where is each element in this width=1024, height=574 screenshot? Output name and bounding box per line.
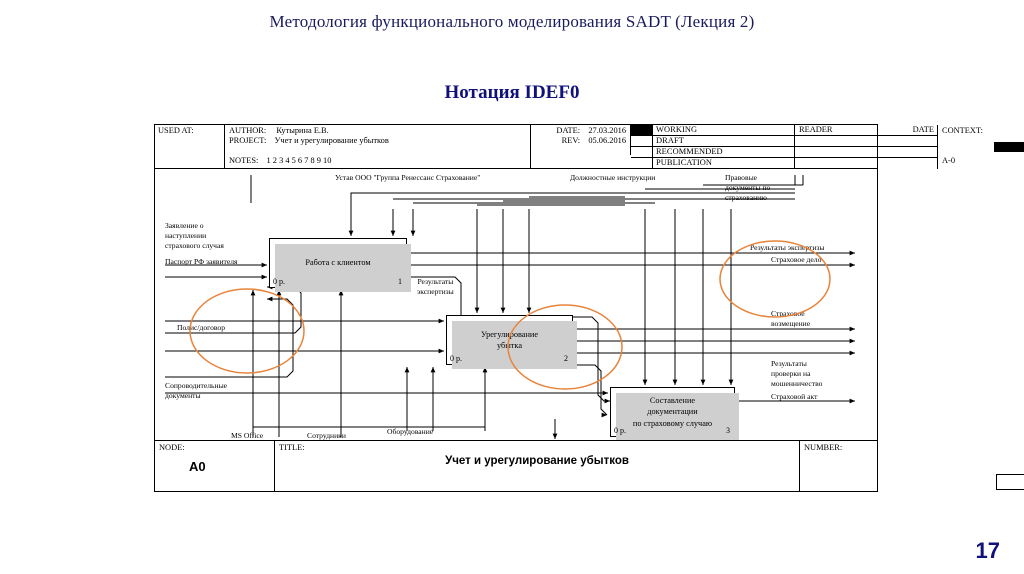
- reader-header-row: READER DATE: [795, 125, 938, 136]
- mechanism-label-sotrudniki: Сотрудники: [307, 431, 346, 440]
- diagram-canvas: Работа с клиентом 0 р. 1 Урегулирование …: [155, 169, 877, 441]
- status-checkbox-recommended[interactable]: [631, 147, 653, 158]
- status-label-working: WORKING: [656, 124, 698, 134]
- activity-1-number: 1: [398, 277, 402, 286]
- page-number: 17: [975, 538, 1000, 563]
- date-label: DATE:: [556, 126, 581, 135]
- reader-date-cell: READER DATE: [795, 125, 938, 169]
- activity-2-label: Урегулирование убытка: [480, 329, 539, 350]
- input-label-soprovod: Сопроводительные документы: [165, 381, 228, 400]
- activity-2-number: 2: [564, 354, 568, 363]
- used-at-label: USED AT:: [158, 126, 194, 135]
- activity-box-2[interactable]: Урегулирование убытка 0 р. 2: [446, 315, 577, 369]
- control-label-ustav: Устав ООО "Группа Ренессанс Страхование": [335, 173, 481, 182]
- reader-row-4[interactable]: [795, 158, 938, 169]
- status-label-recommended: RECOMMENDED: [656, 146, 723, 156]
- activity-box-1[interactable]: Работа с клиентом 0 р. 1: [269, 238, 411, 292]
- notes-label: NOTES:: [229, 156, 259, 165]
- output-label-moshennichestvo: Результаты проверки на мошенничество: [771, 359, 823, 388]
- output-label-strahovoy-akt: Страховой акт: [771, 392, 818, 401]
- context-cell: CONTEXT: A-0: [938, 125, 1024, 169]
- mechanism-label-oborudovanie: Оборудование: [387, 427, 434, 436]
- slide-title: Методология функционального моделировани…: [269, 12, 755, 31]
- status-row-recommended[interactable]: RECOMMENDED: [631, 147, 795, 158]
- author-label: AUTHOR:: [229, 126, 267, 135]
- status-label-draft: DRAFT: [656, 135, 684, 145]
- project-value: Учет и урегулирование убытков: [274, 136, 389, 145]
- status-label-publication: PUBLICATION: [656, 157, 713, 167]
- date-value: 27.03.2016: [588, 126, 626, 135]
- input-label-zayavlenie: Заявление о наступлении страхового случа…: [165, 221, 224, 250]
- rev-value: 05.06.2016: [588, 136, 626, 145]
- reader-row-2[interactable]: [795, 136, 938, 147]
- activity-box-3[interactable]: Составление документации по страховому с…: [610, 387, 739, 440]
- idef0-footer: NODE: A0 TITLE: Учет и урегулирование уб…: [155, 441, 1024, 491]
- activity-1-label: Работа с клиентом: [305, 258, 371, 268]
- input-label-pasport: Паспорт РФ заявителя: [165, 257, 238, 266]
- control-label-pravovye: Правовые документы по страхованию: [725, 173, 771, 202]
- box-shadow-1: [275, 244, 411, 292]
- context-value: A-0: [942, 156, 956, 165]
- number-cell: NUMBER:: [800, 441, 1024, 491]
- reader-label: READER: [799, 124, 833, 134]
- status-row-working[interactable]: WORKING: [631, 125, 795, 136]
- context-black-marker: [994, 142, 1024, 152]
- notes-value: 1 2 3 4 5 6 7 8 9 10: [266, 156, 332, 165]
- status-row-publication[interactable]: PUBLICATION: [631, 158, 795, 169]
- number-label: NUMBER:: [804, 443, 843, 452]
- box-shadow-3: [616, 393, 739, 440]
- activity-1-cost: 0 р.: [273, 277, 285, 286]
- activity-2-cost: 0 р.: [450, 354, 462, 363]
- date-column-label: DATE: [912, 124, 934, 134]
- connector-lines: [165, 175, 855, 439]
- title-label: TITLE:: [279, 443, 305, 452]
- author-value: Кутырина Е.В.: [276, 126, 329, 135]
- status-checkbox-working[interactable]: [631, 125, 653, 136]
- rev-label: REV:: [561, 136, 581, 145]
- internal-flow-label-rezultaty: Результаты экспертизы: [417, 277, 454, 296]
- node-cell: NODE: A0: [155, 441, 275, 491]
- control-label-dolzhnostnye: Должностные инструкции: [570, 173, 656, 182]
- status-checkbox-draft[interactable]: [631, 136, 653, 147]
- author-project-cell: AUTHOR: Кутырина Е.В. PROJECT: Учет и ур…: [225, 125, 531, 169]
- used-at-cell: USED AT:: [155, 125, 225, 169]
- activity-3-cost: 0 р.: [614, 426, 626, 435]
- title-cell: TITLE: Учет и урегулирование убытков: [275, 441, 800, 491]
- node-value: A0: [189, 459, 206, 474]
- notation-heading: Нотация IDEF0: [444, 82, 580, 103]
- number-value-box[interactable]: [996, 474, 1024, 490]
- diagram-title-value: Учет и урегулирование убытков: [445, 455, 629, 467]
- activity-3-label: Составление документации по страховому с…: [632, 396, 713, 428]
- status-checkbox-publication[interactable]: [631, 158, 653, 169]
- status-cell: WORKING DRAFT RECOMMENDED PUBLICATION: [631, 125, 795, 169]
- activity-3-number: 3: [726, 426, 730, 435]
- idef0-diagram-frame: USED AT: AUTHOR: Кутырина Е.В. PROJECT: …: [154, 124, 1024, 492]
- context-label: CONTEXT:: [942, 126, 983, 135]
- reader-row-3[interactable]: [795, 147, 938, 158]
- project-label: PROJECT:: [229, 136, 267, 145]
- status-row-draft[interactable]: DRAFT: [631, 136, 795, 147]
- idef0-header: USED AT: AUTHOR: Кутырина Е.В. PROJECT: …: [155, 125, 1024, 169]
- node-label: NODE:: [159, 443, 185, 452]
- date-rev-cell: DATE: 27.03.2016 REV: 05.06.2016: [531, 125, 631, 155]
